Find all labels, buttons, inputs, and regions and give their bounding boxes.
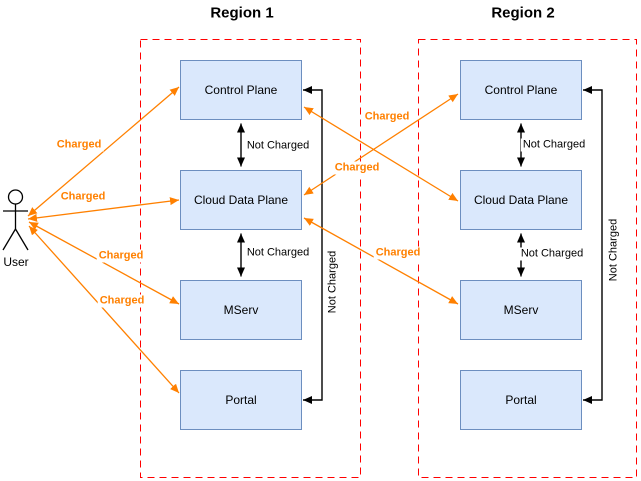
edge-label-charged-user-r1mserv: Charged	[96, 249, 146, 263]
node-r2-mserv: MServ	[460, 280, 582, 340]
node-r1-cloud-data-plane: Cloud Data Plane	[180, 170, 302, 230]
arrow-r1cdp-r2cp	[303, 93, 459, 196]
arrow-user-r1-mserv	[28, 221, 180, 305]
node-r2-portal: Portal	[460, 370, 582, 430]
node-r2-control-plane: Control Plane	[460, 60, 582, 120]
edge-label-charged-r1cdp-r2mserv: Charged	[373, 246, 423, 260]
user-actor-icon	[2, 189, 29, 251]
edge-label-charged-user-r1portal: Charged	[97, 294, 147, 308]
edge-label-charged-user-r1cdp: Charged	[58, 190, 108, 204]
arrows-charged	[27, 86, 459, 394]
edge-label-notcharged-r1-cp-portal: Not Charged	[326, 248, 340, 316]
node-r1-mserv: MServ	[180, 280, 302, 340]
edge-label-notcharged-r1-cdp-mserv: Not Charged	[244, 246, 312, 260]
arrow-r1cdp-r2mserv	[303, 217, 459, 305]
edge-label-notcharged-r2-cp-portal: Not Charged	[607, 216, 621, 284]
user-actor-label: User	[3, 255, 29, 269]
edge-label-charged-r1cdp-r2cp: Charged	[362, 110, 412, 124]
edge-label-notcharged-r2-cdp-mserv: Not Charged	[518, 247, 586, 261]
arrow-user-r1-cdp	[27, 197, 180, 222]
edge-label-notcharged-r2-cp-cdp: Not Charged	[520, 138, 588, 152]
node-r2-cloud-data-plane: Cloud Data Plane	[460, 170, 582, 230]
edge-label-charged-user-r1cp: Charged	[54, 138, 104, 152]
arrow-user-r1-cp	[27, 86, 180, 217]
arrow-user-r1-portal	[28, 225, 180, 394]
arrows-not-charged	[237, 86, 603, 404]
arrow-r2-cp-portal-loop	[583, 86, 603, 404]
edge-label-charged-r1cp-r2cdp: Charged	[332, 161, 382, 175]
node-r1-control-plane: Control Plane	[180, 60, 302, 120]
node-r1-portal: Portal	[180, 370, 302, 430]
arrow-r1-cp-portal-loop	[303, 86, 323, 404]
region-2-title: Region 2	[491, 4, 555, 22]
region-1-title: Region 1	[210, 4, 274, 22]
edge-label-notcharged-r1-cp-cdp: Not Charged	[244, 139, 312, 153]
